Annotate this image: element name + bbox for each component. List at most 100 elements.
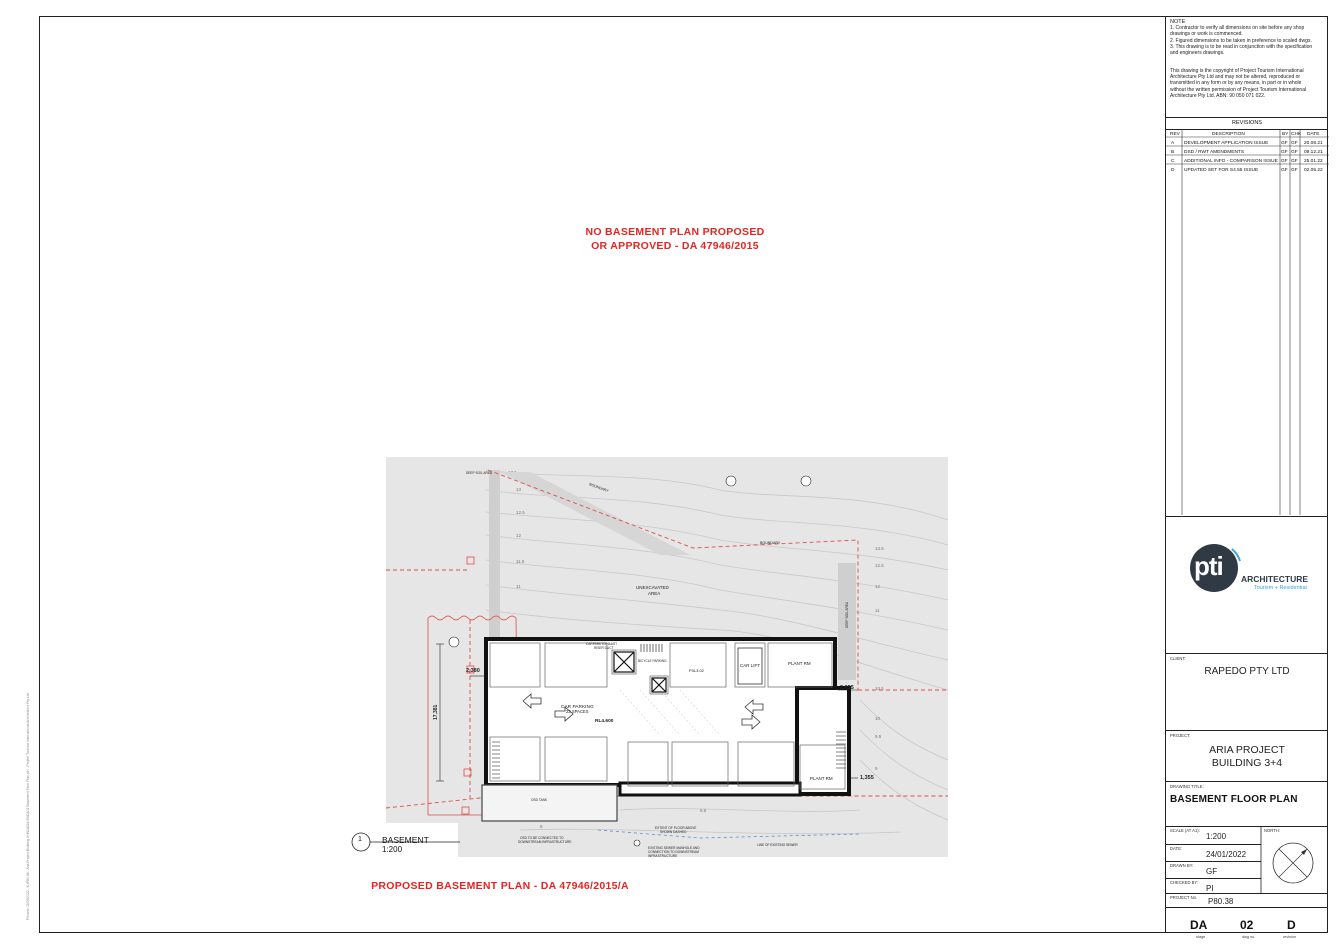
unexcavated-label-2: AREA: [648, 591, 660, 596]
floor-above-outline: [427, 615, 519, 816]
rev-date: 09.12.21: [1304, 150, 1323, 155]
copyright-line: Architecture Pty Ltd and may not be alte…: [1170, 74, 1301, 81]
contour-label: 8.5: [700, 808, 707, 813]
revision-label: revision: [1283, 935, 1297, 939]
checked-by-label: CHECKED BY:: [1170, 880, 1199, 885]
north-arrow-icon: [1272, 842, 1314, 884]
car-lift-label: CAR LIFT: [740, 663, 760, 668]
contour-label: 10: [875, 716, 881, 721]
revisions-title: REVISIONS: [1232, 120, 1262, 126]
manhole-label-3: INFRASTRUCTURE: [648, 854, 677, 858]
deep-soil-right-label: DEEP SOIL AREA: [845, 601, 849, 628]
parking-space-label: P3L3.02: [689, 668, 705, 673]
firm-logo: pti ARCHITECTURE Tourism + Residential: [1188, 541, 1308, 603]
copyright-line: transmitted in any form or by any means,…: [1170, 80, 1302, 87]
contour-label: 9: [875, 766, 878, 771]
notes-block: NOTE 1. Contractor to verify all dimensi…: [1170, 19, 1325, 56]
drawn-by-label: DRAWN BY:: [1170, 863, 1194, 868]
boundary-label: BOUNDARY: [589, 482, 610, 493]
title-block-divider: [1260, 826, 1262, 893]
note-line: drawings or work is commenced.: [1170, 31, 1243, 38]
copyright-line: This drawing is the copyright of Project…: [1170, 68, 1304, 74]
rev-date: 20.08.21: [1304, 141, 1323, 146]
osd-label-2: DOWNSTREAM INFRASTRUCTURE: [518, 840, 571, 844]
date-label: DATE:: [1170, 846, 1183, 851]
manhole-label: EXISTING SEWER MANHOLE AND: [648, 846, 700, 850]
deep-soil-top-label: DEEP SOIL AREA: [466, 471, 493, 475]
contour-label: 10.5: [875, 686, 884, 691]
rev-date: 25.01.22: [1304, 159, 1323, 164]
rev-description: ADDITIONAL INFO - COMPARISON ISSUE: [1184, 159, 1278, 164]
car-parking-spaces: 22 SPACES: [566, 709, 589, 714]
copyright-block: This drawing is the copyright of Project…: [1170, 68, 1325, 99]
top-red-note-line1: NO BASEMENT PLAN PROPOSED: [585, 226, 765, 238]
project-label: PROJECT:: [1170, 733, 1191, 738]
contour-label: 12: [516, 533, 522, 538]
contour-label: 11: [516, 584, 521, 589]
drawing-number-label: dwg no.: [1242, 935, 1256, 939]
floor-above-label-2: SHOWN DASHED: [660, 830, 687, 834]
rev-date: 02.05.22: [1304, 168, 1323, 173]
rev-description: DSD / RWT AMENDMENTS: [1184, 150, 1245, 155]
project-no-value: P80.38: [1208, 897, 1234, 906]
drawing-title-value: BASEMENT FLOOR PLAN: [1170, 794, 1298, 805]
unexcavated-label: UNEXCAVATED: [636, 585, 670, 590]
rev-chk: GF: [1291, 168, 1298, 173]
rev-code: D: [1171, 168, 1175, 173]
contour-label: 13.5: [875, 546, 884, 551]
project-line1: ARIA PROJECT: [1209, 744, 1285, 756]
firm-tagline: Tourism + Residential: [1254, 585, 1307, 591]
rev-chk: GF: [1291, 150, 1298, 155]
contour-label: 12: [875, 584, 881, 589]
dimension-right-bottom: 1,355: [860, 775, 874, 781]
logo-text: pti: [1194, 551, 1224, 581]
exhaust-label: CARPARK EXHAUST: [586, 642, 617, 646]
sewer-label: LINE OF EXISTING SEWER: [757, 843, 798, 847]
rev-code: B: [1171, 150, 1175, 155]
contour-label: 12.5: [875, 563, 884, 568]
notes-heading: NOTE: [1170, 19, 1186, 25]
drawn-by-value: GF: [1206, 867, 1218, 876]
firm-name: ARCHITECTURE: [1241, 574, 1309, 584]
plan-tag: [351, 832, 460, 852]
car-parking-label: CAR PARKING: [561, 704, 594, 710]
drawing-title-label: DRAWING TITLE:: [1170, 784, 1204, 789]
rev-code: C: [1171, 159, 1175, 164]
revisions-header: REV DESCRIPTION BY CHK DATE: [1170, 131, 1325, 140]
rev-header-rev: REV: [1170, 132, 1180, 137]
boundary-label-2: BOUNDARY: [760, 541, 781, 545]
top-red-note: NO BASEMENT PLAN PROPOSED OR APPROVED - …: [560, 225, 790, 253]
note-line: 1. Contractor to verify all dimensions o…: [1170, 25, 1305, 32]
traffic-arrows: [522, 693, 764, 730]
existing-sewer-line: [597, 829, 861, 839]
contour-label: 12.5: [516, 510, 525, 515]
rev-description: DEVELOPMENT APPLICATION ISSUE: [1184, 141, 1269, 146]
contour-label: 11.5: [516, 559, 525, 564]
revision-row: A DEVELOPMENT APPLICATION ISSUE GF GF 20…: [1170, 140, 1325, 149]
contour-label: 11: [875, 608, 880, 613]
rev-description: UPDATED SET FOR S4.55 ISSUE: [1184, 168, 1259, 173]
scale-label: SCALE (AT A1):: [1170, 828, 1200, 833]
top-red-note-line2: OR APPROVED - DA 47946/2015: [591, 240, 759, 252]
plant-room-bottom-label: PLANT RM: [810, 776, 833, 781]
date-value: 24/01/2022: [1206, 850, 1247, 859]
plan-tag-number: 1: [358, 836, 362, 843]
floor-level-label: RL4.600: [595, 718, 614, 724]
revision-row: C ADDITIONAL INFO - COMPARISON ISSUE GF …: [1170, 158, 1325, 167]
manhole-label-2: CONNECTION TO DOWNSTREAM: [648, 850, 699, 854]
rev-by: GF: [1281, 159, 1288, 164]
stage-code: DA: [1190, 918, 1208, 932]
copyright-line: without the written permission of Projec…: [1170, 86, 1307, 93]
revision-row: D UPDATED SET FOR S4.55 ISSUE GF GF 02.0…: [1170, 167, 1325, 176]
drawing-number: 02: [1240, 918, 1254, 932]
title-block: NOTE 1. Contractor to verify all dimensi…: [1165, 16, 1329, 939]
dimension-right-top: 2,655: [840, 685, 854, 691]
osd-tank-label: OSD TANK: [531, 798, 548, 802]
pti-logo-icon: [1190, 544, 1241, 592]
north-label: NORTH:: [1264, 828, 1280, 833]
rev-chk: GF: [1291, 141, 1298, 146]
exhaust-label-2: RISER DUCT: [594, 646, 614, 650]
checked-by-value: PI: [1206, 884, 1214, 893]
contour-label: 8: [540, 824, 543, 829]
